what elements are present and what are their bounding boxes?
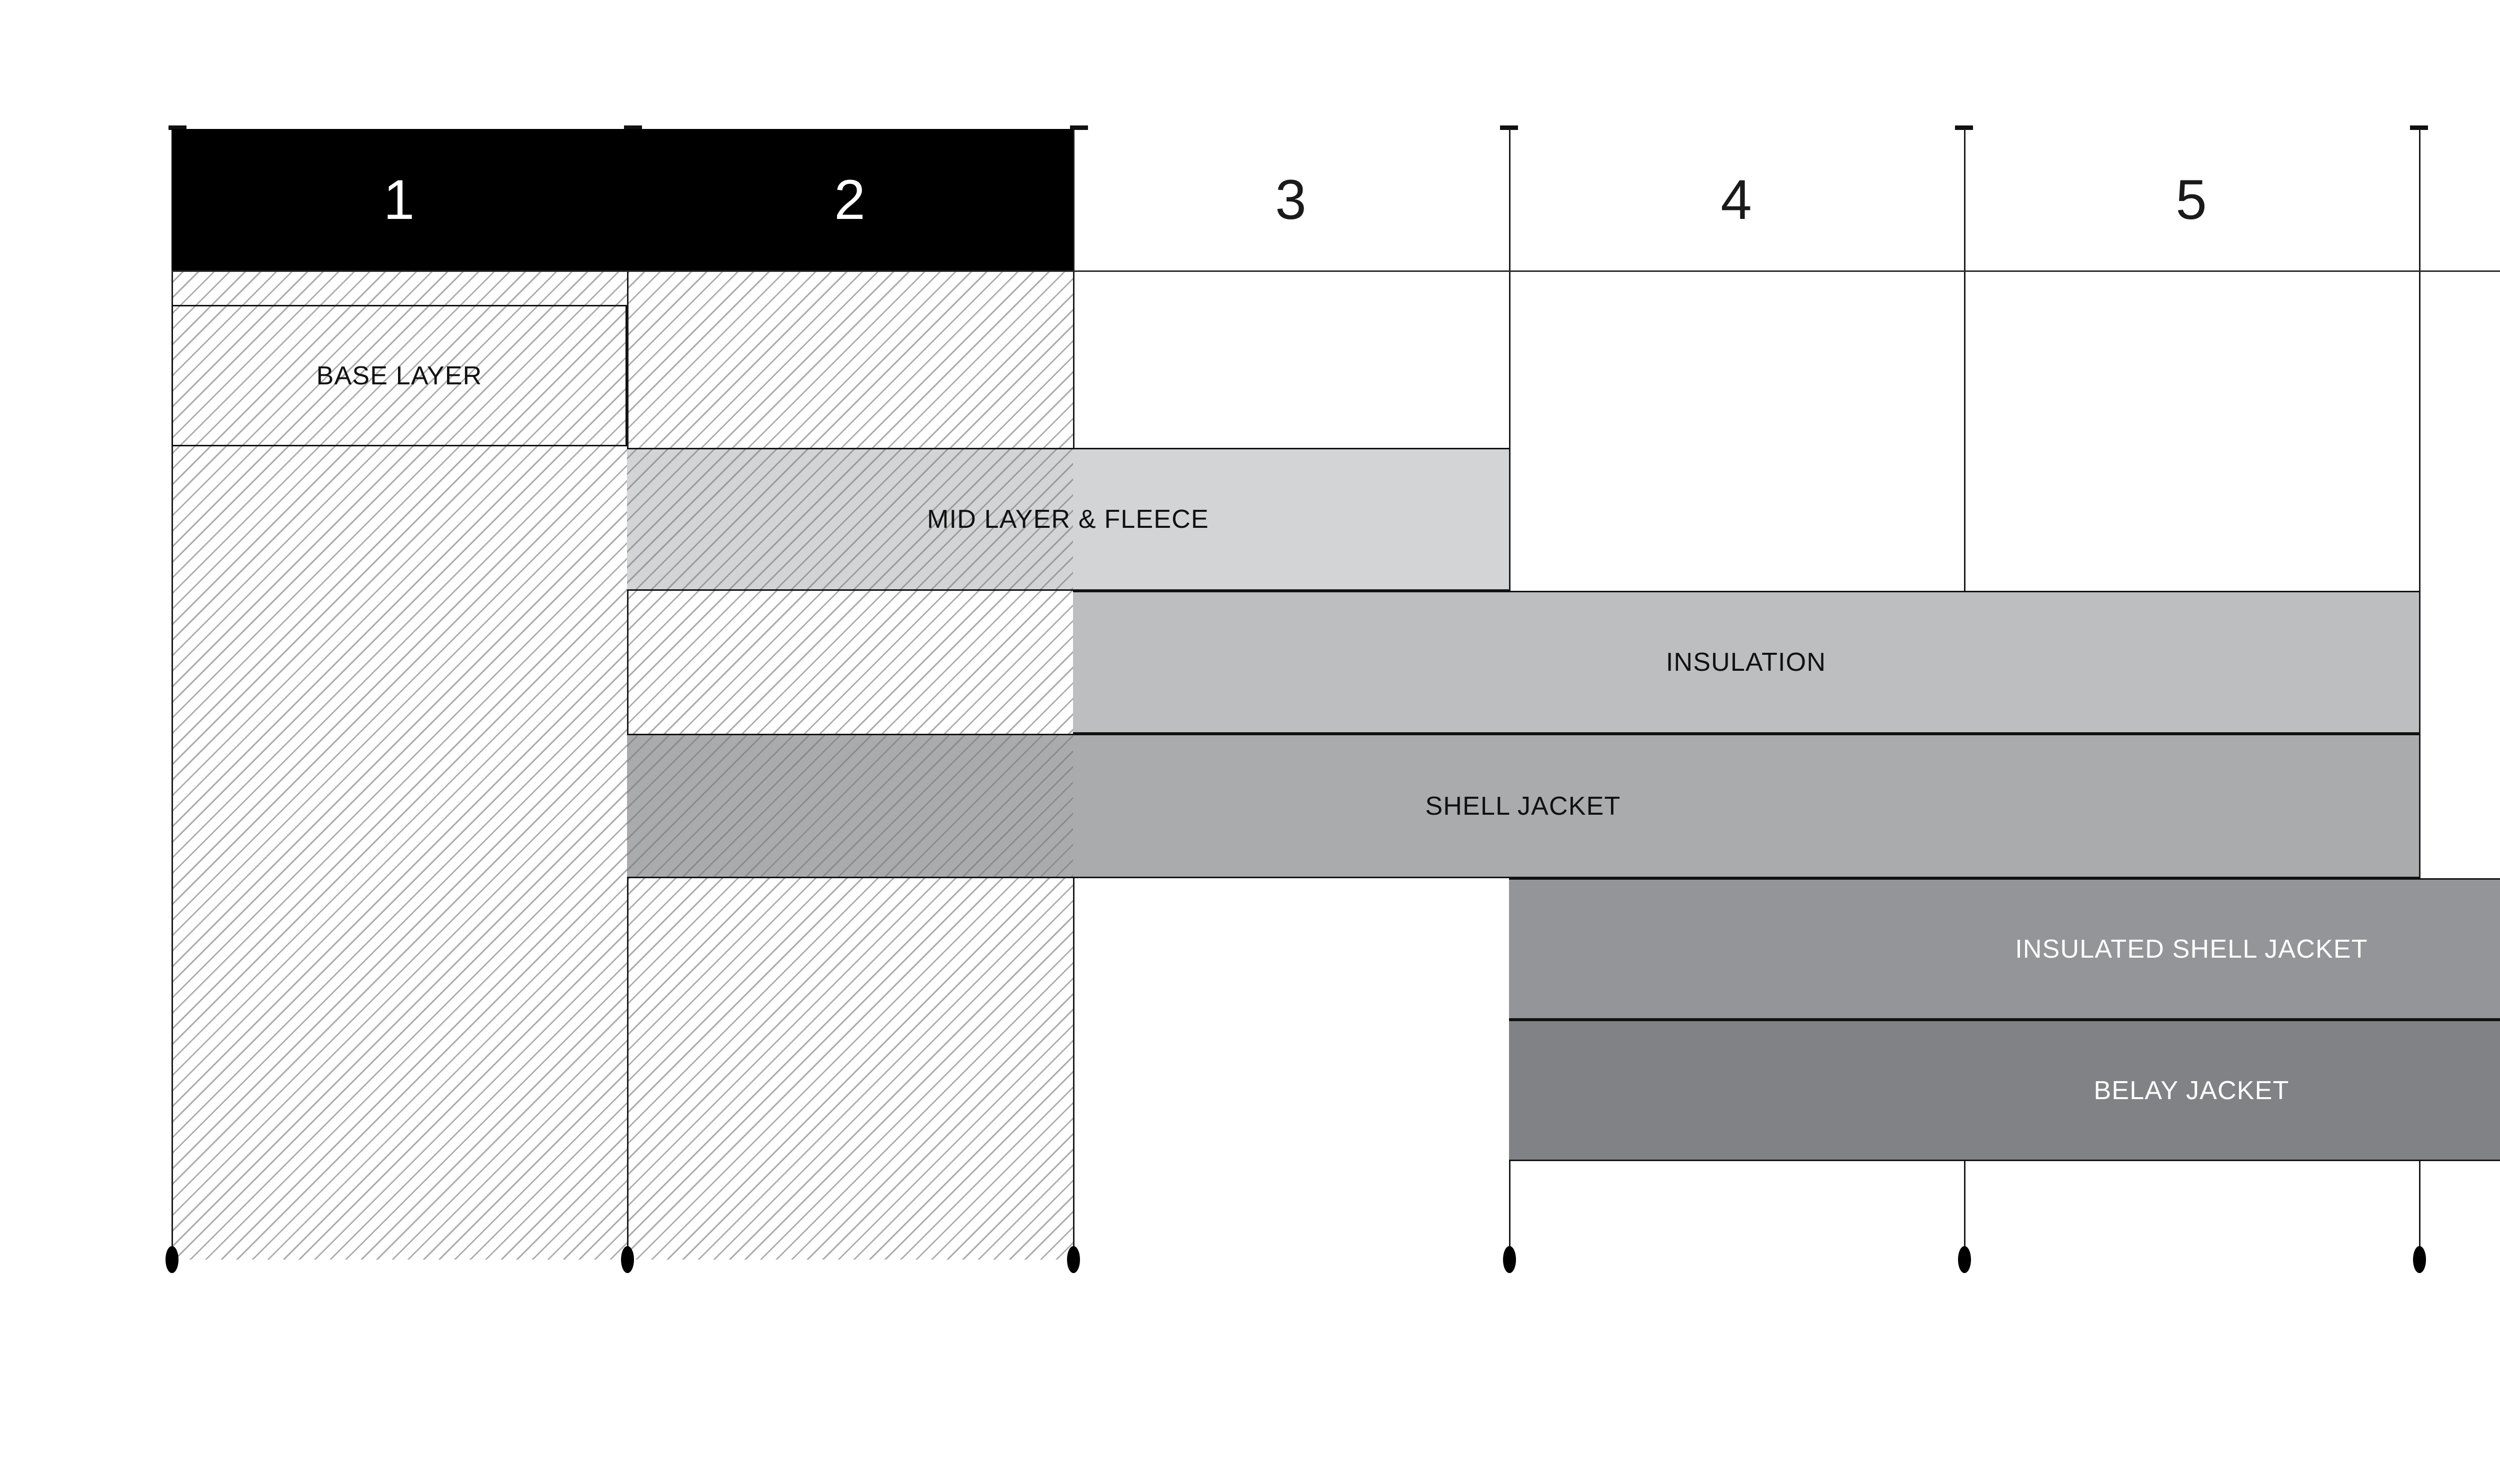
column-header-6[interactable]: 6 — [2419, 129, 2500, 270]
bar-shell-jacket-label: SHELL JACKET — [1425, 791, 1621, 821]
column-header-1[interactable]: 1 — [172, 129, 627, 270]
column-header-4-label: 4 — [1720, 168, 1752, 231]
grid-cap-col3 — [1070, 125, 1088, 130]
bar-belay-jacket-label: BELAY JACKET — [2094, 1076, 2290, 1105]
bar-insulation-label: INSULATION — [1666, 648, 1826, 677]
grid-cap-col4 — [1500, 125, 1518, 130]
header-bottom-rule — [172, 270, 2500, 272]
grid-vline-6 — [2419, 129, 2420, 1260]
bar-shell-jacket[interactable]: SHELL JACKET — [627, 734, 2419, 878]
axis-dot-3 — [1067, 1246, 1080, 1273]
bar-base-layer-label: BASE LAYER — [316, 361, 482, 390]
axis-dot-1 — [166, 1246, 178, 1273]
grid-cap-col2 — [624, 125, 642, 130]
bar-belay-jacket[interactable]: BELAY JACKET — [1509, 1020, 2500, 1161]
axis-dot-2 — [621, 1246, 634, 1273]
grid-vline-2 — [627, 129, 628, 1260]
column-header-2-label: 2 — [834, 168, 866, 231]
grid-cap-col6 — [2410, 125, 2428, 130]
column-header-2[interactable]: 2 — [627, 129, 1073, 270]
axis-dot-6 — [2413, 1246, 2426, 1273]
column-header-1-label: 1 — [383, 168, 416, 231]
column-header-5-label: 5 — [2176, 168, 2208, 231]
bar-shell-jacket-hatch-overlay — [627, 735, 1073, 877]
bar-mid-layer-fleece[interactable]: MID LAYER & FLEECE — [627, 448, 1509, 591]
column-header-5[interactable]: 5 — [1964, 129, 2419, 270]
bar-mid-layer-fleece-label: MID LAYER & FLEECE — [927, 505, 1209, 534]
bar-base-layer[interactable]: BASE LAYER — [172, 305, 627, 446]
column-header-4[interactable]: 4 — [1509, 129, 1964, 270]
bar-insulated-shell-jacket-label: INSULATED SHELL JACKET — [2015, 934, 2368, 964]
grid-vline-1 — [172, 129, 173, 1260]
axis-dot-4 — [1503, 1246, 1516, 1273]
grid-cap-col5 — [1955, 125, 1973, 130]
column-header-3-label: 3 — [1275, 168, 1307, 231]
bar-insulation[interactable]: INSULATION — [1073, 591, 2419, 734]
column-header-3[interactable]: 3 — [1073, 129, 1509, 270]
bar-insulated-shell-jacket[interactable]: INSULATED SHELL JACKET — [1509, 878, 2500, 1020]
axis-dot-5 — [1958, 1246, 1971, 1273]
grid-cap-col1 — [168, 125, 186, 130]
